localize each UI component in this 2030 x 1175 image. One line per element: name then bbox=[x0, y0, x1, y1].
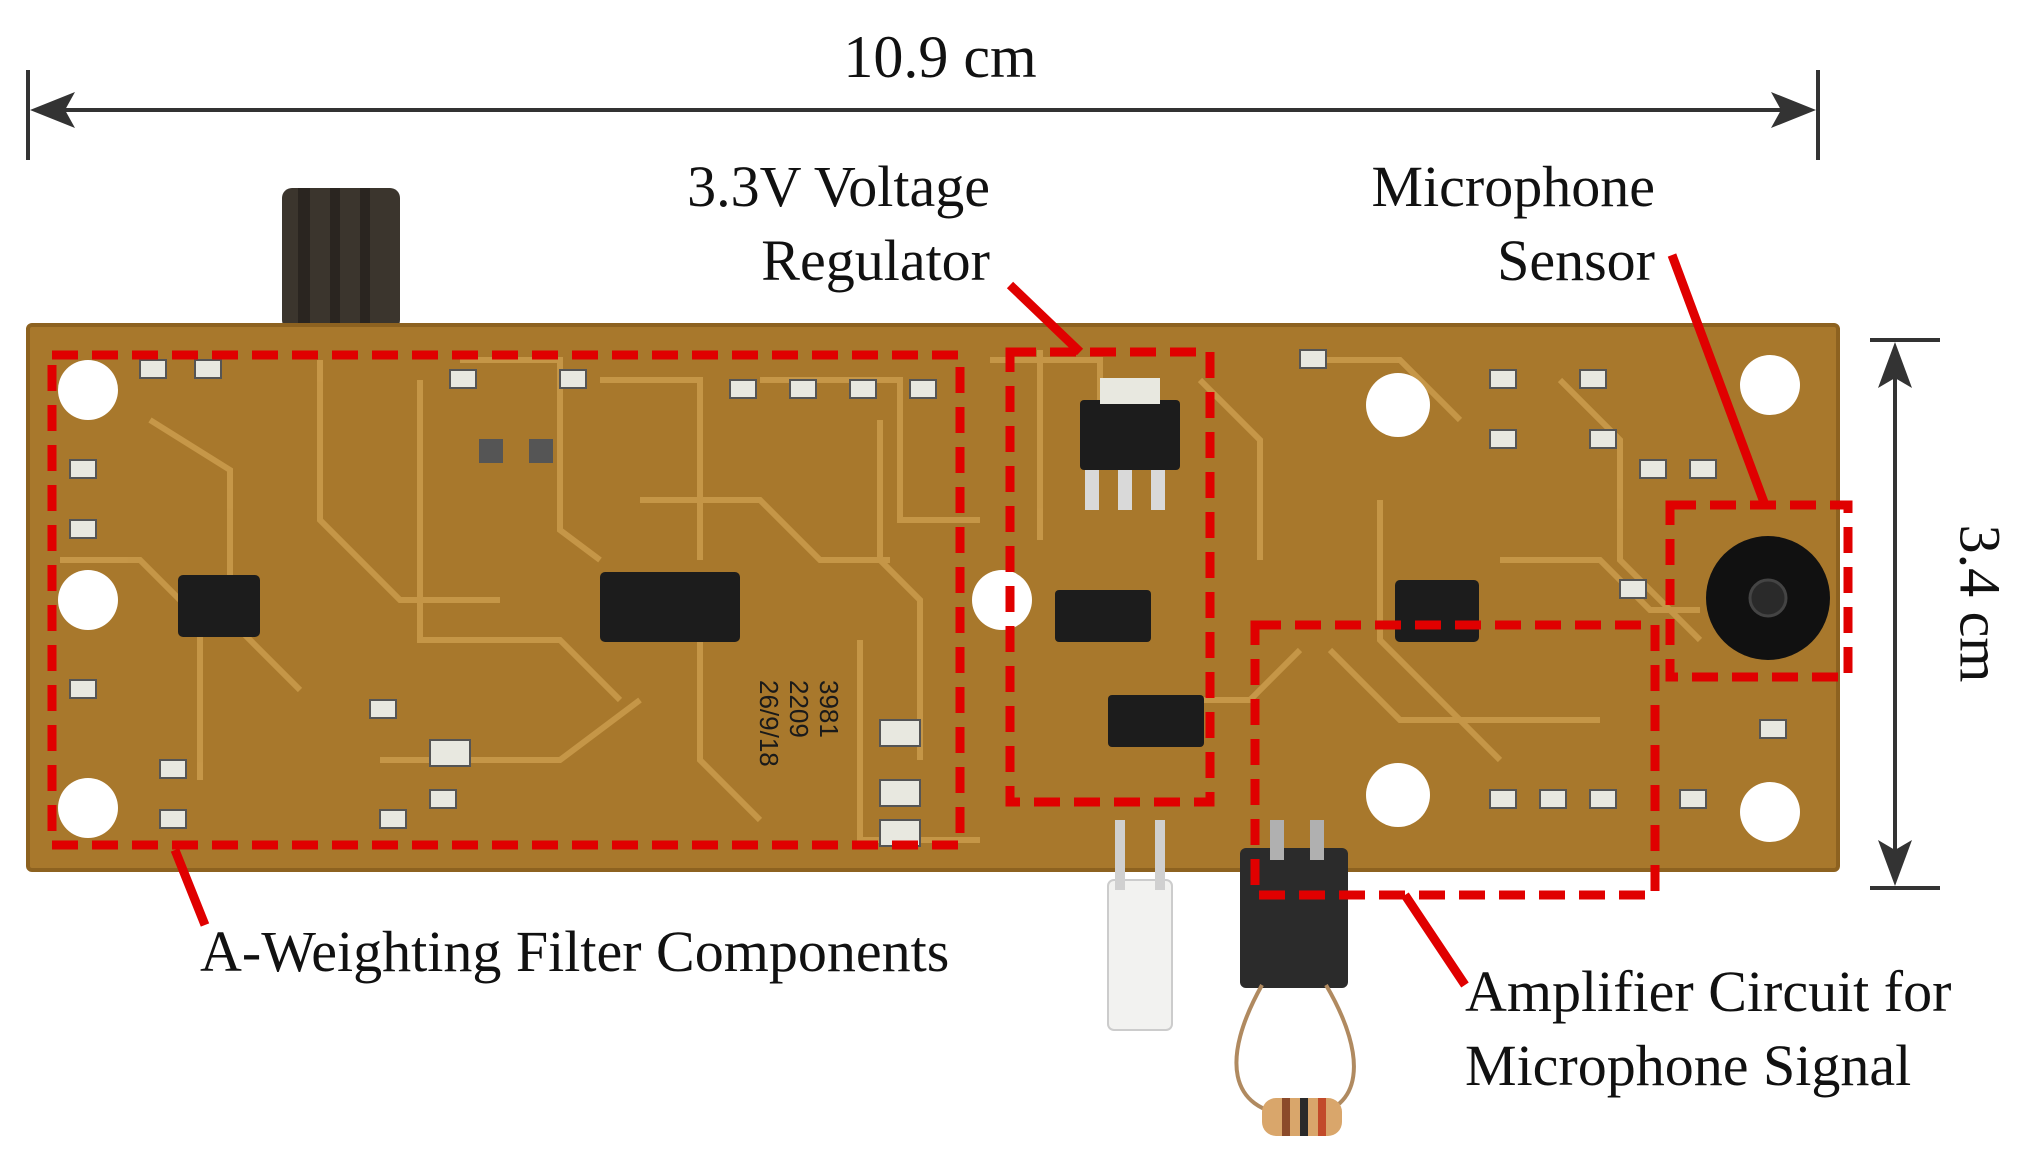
regulator-callout-line2: Regulator bbox=[761, 228, 990, 293]
amplifier-callout-line1: Amplifier Circuit for bbox=[1465, 959, 1952, 1024]
silkscreen-line: 3981 bbox=[814, 680, 844, 738]
amplifier-callout: Amplifier Circuit for Microphone Signal bbox=[1465, 955, 1951, 1103]
filter-box bbox=[47, 350, 965, 850]
silkscreen-line: 2209 bbox=[784, 680, 814, 738]
pcb-board bbox=[26, 323, 1840, 872]
pcb-traces bbox=[60, 350, 1703, 843]
regulator-box bbox=[1005, 347, 1215, 807]
microphone-callout-line2: Sensor bbox=[1497, 228, 1655, 293]
regulator-callout-line1: 3.3V Voltage bbox=[687, 154, 990, 219]
silkscreen-text: 26/9/18 2209 3981 bbox=[754, 680, 844, 767]
microphone-callout: Microphone Sensor bbox=[1260, 150, 1656, 298]
microphone-box bbox=[1665, 500, 1853, 682]
width-label: 10.9 cm bbox=[843, 24, 1037, 90]
regulator-callout: 3.3V Voltage Regulator bbox=[560, 150, 990, 298]
mounting-holes bbox=[58, 355, 1800, 842]
width-dimension bbox=[26, 70, 1820, 160]
silkscreen-line: 26/9/18 bbox=[754, 680, 784, 767]
filter-callout: A-Weighting Filter Components bbox=[200, 919, 950, 984]
microphone-callout-line1: Microphone bbox=[1371, 154, 1656, 219]
microphone-sensor bbox=[1706, 536, 1830, 660]
amplifier-callout-line2: Microphone Signal bbox=[1465, 1033, 1912, 1098]
highlight-boxes bbox=[47, 347, 1853, 900]
smd-components bbox=[69, 349, 1787, 847]
leader-lines bbox=[170, 253, 1770, 988]
height-label: 3.4 cm bbox=[1947, 524, 2013, 683]
height-dimension bbox=[1870, 338, 1940, 890]
bottom-connectors bbox=[1107, 820, 1356, 1136]
audio-jack bbox=[282, 188, 400, 330]
amplifier-box bbox=[1250, 620, 1660, 900]
